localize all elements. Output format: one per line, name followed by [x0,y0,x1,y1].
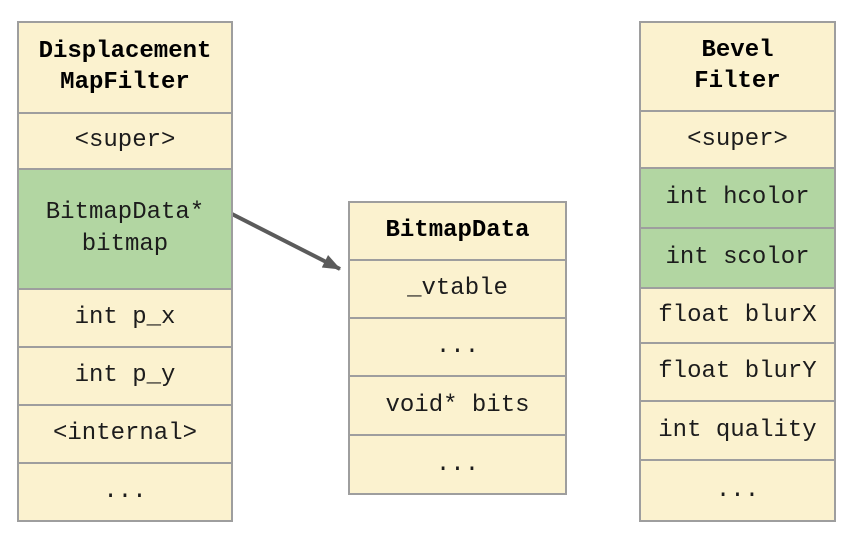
table-row-blurx: float blurX [641,287,834,342]
table-row-ellipsis: ... [350,434,565,493]
table-row-super: <super> [19,112,231,168]
table-row-vtable: _vtable [350,259,565,317]
table-row-quality: int quality [641,400,834,459]
table-title: BitmapData [350,203,565,259]
table-row-bitmap-pointer: BitmapData* bitmap [19,168,231,288]
table-bevel-filter: Bevel Filter <super> int hcolor int scol… [639,21,836,522]
table-title: Bevel Filter [641,23,834,110]
table-row-ellipsis: ... [641,459,834,520]
table-row-blury: float blurY [641,342,834,400]
table-row-super: <super> [641,110,834,167]
table-row-ellipsis: ... [350,317,565,375]
table-row-p-x: int p_x [19,288,231,346]
table-row-p-y: int p_y [19,346,231,404]
table-row-scolor: int scolor [641,227,834,287]
table-bitmapdata: BitmapData _vtable ... void* bits ... [348,201,567,495]
table-displacement-map-filter: Displacement MapFilter <super> BitmapDat… [17,21,233,522]
table-row-internal: <internal> [19,404,231,462]
table-title: Displacement MapFilter [19,23,231,112]
table-row-bits: void* bits [350,375,565,434]
table-row-hcolor: int hcolor [641,167,834,227]
table-row-ellipsis: ... [19,462,231,520]
